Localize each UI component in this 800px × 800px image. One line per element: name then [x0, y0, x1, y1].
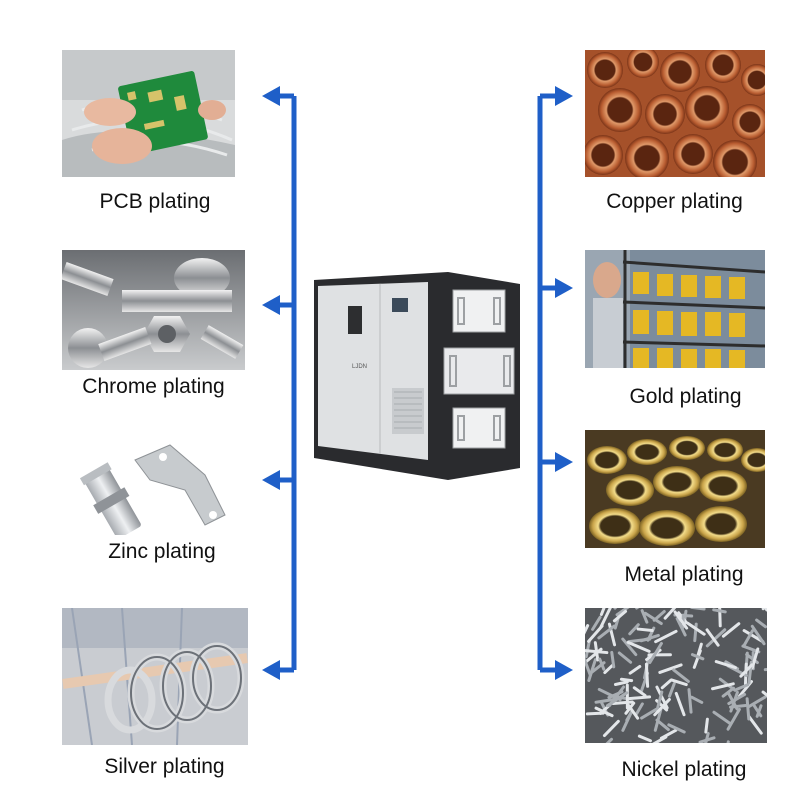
left-arrow-head-2: [262, 295, 280, 315]
silver-rings-photo: [62, 608, 248, 745]
gold-parts-rack-photo: [585, 250, 765, 368]
right-arrow-head-2: [555, 278, 573, 298]
silver-plating-label: Silver plating: [104, 755, 225, 778]
pcb-circuit-board-photo: [62, 50, 235, 177]
chrome-plating-label: Chrome plating: [82, 375, 225, 398]
right-arrow-head-4: [555, 660, 573, 680]
left-arrow-head-1: [262, 86, 280, 106]
pcb-plating-label: PCB plating: [99, 190, 211, 213]
left-arrow-head-4: [262, 660, 280, 680]
left-arrow-head-3: [262, 470, 280, 490]
brand-mark: LJDN: [352, 364, 367, 370]
zinc-fittings-photo: [75, 435, 240, 535]
chrome-bolts-photo: [62, 250, 245, 370]
right-arrow-head-1: [555, 86, 573, 106]
right-arrow-head-3: [555, 452, 573, 472]
nickel-plating-label: Nickel plating: [621, 758, 747, 781]
zinc-plating-label: Zinc plating: [108, 540, 216, 563]
copper-pipes-photo: [585, 50, 765, 177]
gold-plating-label: Gold plating: [629, 385, 742, 408]
copper-plating-label: Copper plating: [606, 190, 743, 213]
plating-rectifier-cabinet: LJDN: [308, 268, 520, 490]
nickel-pins-photo: [585, 608, 767, 743]
metal-plating-label: Metal plating: [624, 563, 744, 586]
brass-rings-photo: [585, 430, 765, 548]
